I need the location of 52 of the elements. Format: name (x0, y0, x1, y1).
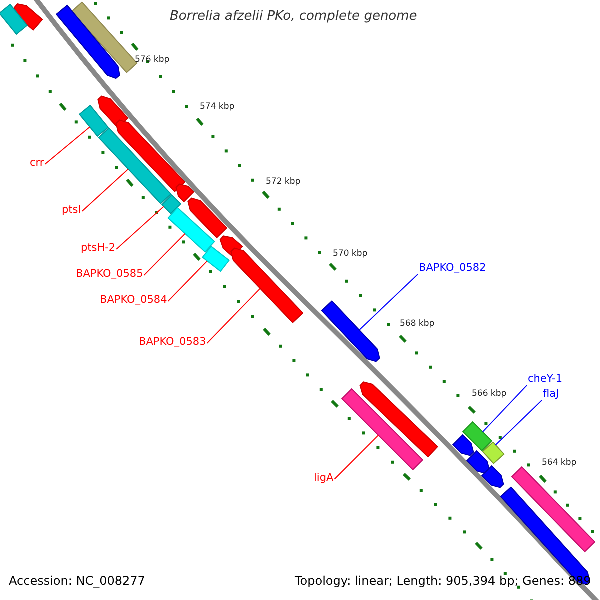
gene-block (116, 120, 186, 192)
leader-line (359, 274, 418, 331)
gene-segment (98, 128, 172, 204)
gene-segment (462, 421, 493, 452)
tick-label: 570 kbp (333, 250, 368, 260)
gene-block (14, 4, 44, 31)
tick-label: 576 kbp (135, 56, 170, 66)
gene-block (188, 198, 228, 239)
leader-line (495, 400, 542, 446)
leader-line (206, 288, 261, 344)
gene-label: cheY-1 (528, 374, 563, 386)
gene-block (466, 450, 490, 474)
leader-line (168, 260, 208, 302)
gene-segment (161, 194, 182, 215)
gene-label: crr (30, 158, 44, 170)
leader-line (82, 168, 129, 212)
gene-label: BAPKO_0583 (139, 337, 206, 349)
gene-block (500, 486, 590, 586)
gene-block (452, 434, 474, 456)
tick-label: 574 kbp (200, 103, 235, 112)
gene-label: ptsH-2 (81, 243, 116, 255)
tick-label: 568 kbp (400, 320, 435, 330)
gene-block (56, 4, 120, 80)
gene-label: BAPKO_0584 (100, 295, 168, 307)
tick-label: 566 kbp (472, 390, 507, 400)
gene-segment (341, 388, 424, 471)
gene-segment (78, 104, 110, 138)
diagram-title: Borrelia afzelii PKo, complete genome (170, 10, 418, 24)
gene-label: BAPKO_0582 (419, 263, 486, 275)
gene-block (321, 300, 380, 362)
gene-block (230, 248, 304, 324)
gene-segment (202, 246, 230, 272)
gene-block (360, 382, 438, 458)
leader-line (334, 434, 380, 480)
leader-line (144, 233, 186, 276)
accession-note: Accession: NC_008277 (9, 575, 146, 588)
gene-segment (168, 207, 216, 253)
gene-block (98, 96, 129, 128)
gene-block (481, 465, 504, 488)
gene-label: ligA (314, 473, 334, 485)
gene-label: flaJ (543, 389, 560, 401)
tick-label: 572 kbp (266, 178, 301, 188)
gene-label: BAPKO_0585 (76, 269, 144, 281)
leader-line (44, 126, 90, 165)
gene-label: ptsI (62, 205, 82, 217)
leader-line (116, 206, 164, 250)
gene-segment (511, 466, 596, 553)
leader-line (482, 385, 528, 433)
gene-block (176, 184, 195, 203)
gene-segment (0, 4, 28, 36)
tick-label: 564 kbp (542, 459, 577, 468)
gene-segment (482, 442, 505, 464)
